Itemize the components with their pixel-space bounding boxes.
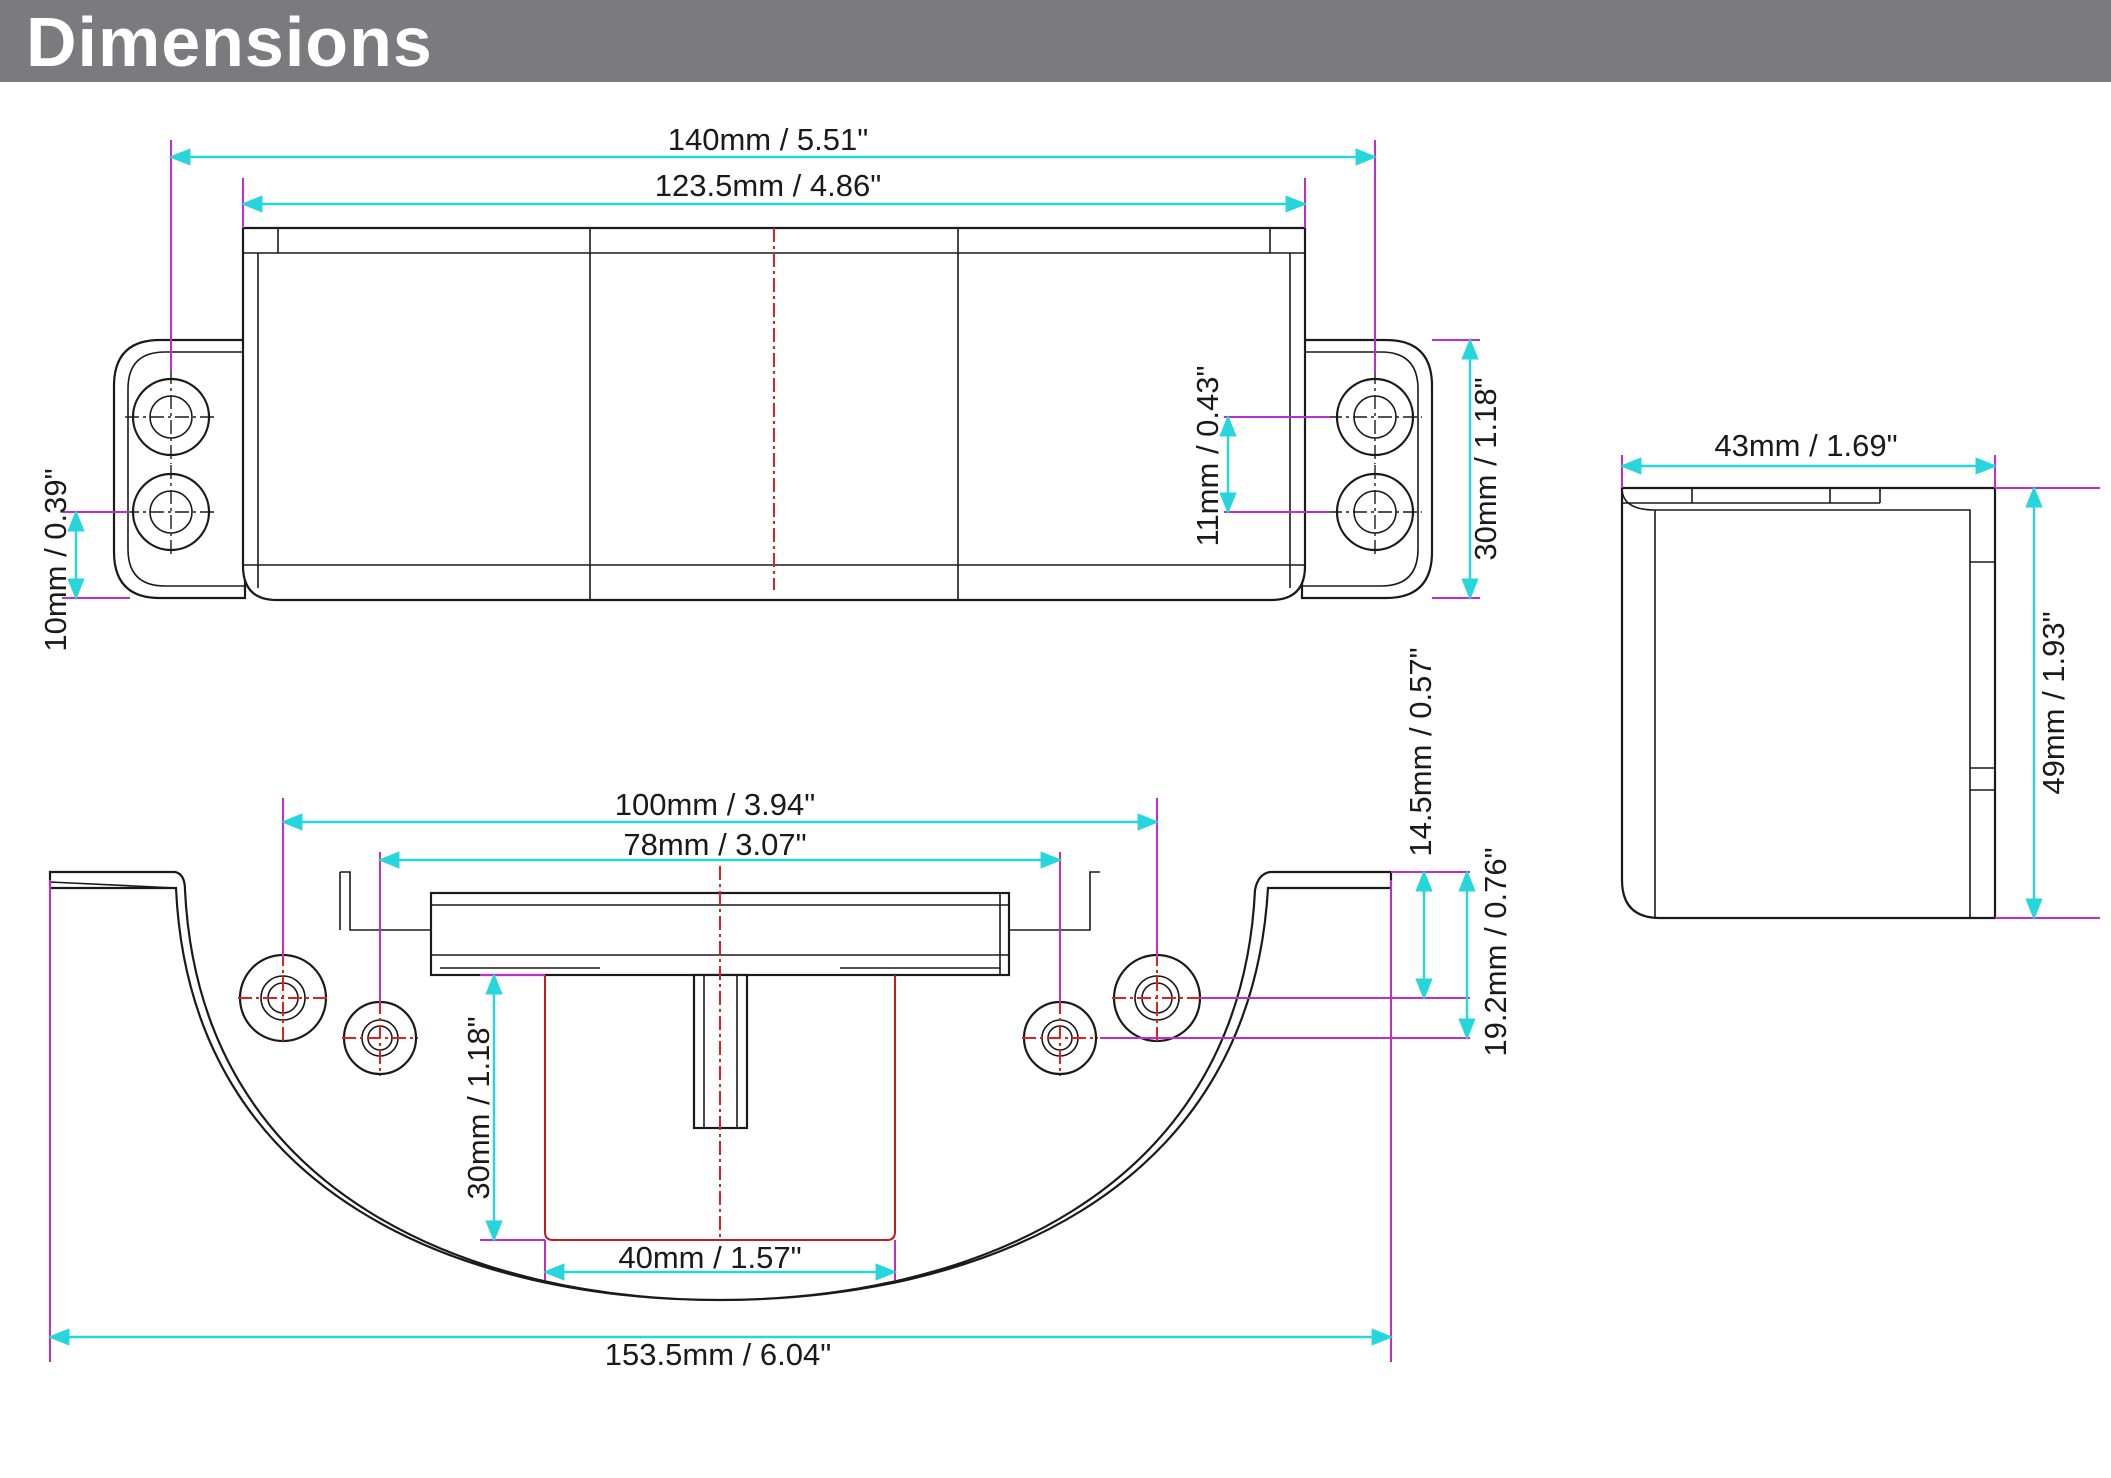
dim-flange-height: 30mm / 1.18" (1468, 377, 1503, 560)
mounting-hole (238, 952, 328, 1044)
dim-height: 49mm / 1.93" (2036, 611, 2071, 794)
dim-hole-offset-outer: 14.5mm / 0.57" (1403, 647, 1438, 856)
mounting-hole (125, 465, 218, 558)
dim-overall-width: 140mm / 5.51" (668, 122, 869, 157)
dim-slot-width: 40mm / 1.57" (618, 1240, 801, 1275)
mounting-hole (125, 370, 218, 464)
bottom-view: 100mm / 3.94" 78mm / 3.07" 30mm / 1.18" … (47, 647, 1513, 1372)
top-left-flange (112, 338, 247, 600)
header-bar: Dimensions (0, 0, 2111, 82)
mounting-hole (1022, 1000, 1098, 1076)
dim-hole-offset: 10mm / 0.39" (38, 468, 73, 651)
mounting-hole (1328, 465, 1422, 558)
top-right-flange (1300, 338, 1434, 600)
strike-slot (544, 975, 896, 1241)
dim-depth: 43mm / 1.69" (1714, 428, 1897, 463)
side-profile (1620, 486, 1997, 920)
dim-slot-depth: 30mm / 1.18" (461, 1016, 496, 1199)
top-view: 140mm / 5.51" 123.5mm / 4.86" 11mm / 0.4… (38, 122, 1503, 652)
mounting-hole (1328, 370, 1422, 464)
dim-hole-spacing: 11mm / 0.43" (1190, 365, 1225, 546)
page-title: Dimensions (26, 3, 433, 81)
bottom-plate (48, 870, 1393, 1302)
dim-hole-offset-inner: 19.2mm / 0.76" (1478, 847, 1513, 1056)
dim-body-width: 123.5mm / 4.86" (655, 168, 881, 203)
dim-plate-width: 153.5mm / 6.04" (605, 1337, 831, 1372)
mounting-hole (342, 1000, 418, 1076)
dim-inner-hole-spacing: 78mm / 3.07" (623, 827, 806, 862)
dim-outer-hole-spacing: 100mm / 3.94" (615, 787, 816, 822)
side-view: 43mm / 1.69" 49mm / 1.93" (1619, 428, 2100, 921)
mounting-hole (1112, 952, 1202, 1044)
